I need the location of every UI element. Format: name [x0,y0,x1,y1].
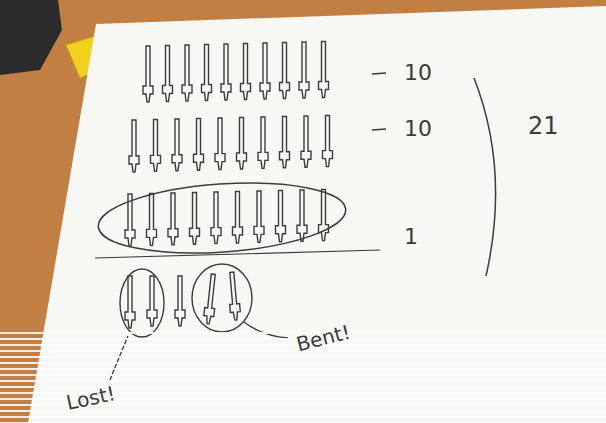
scan-stripe [0,380,606,382]
pin [203,274,218,325]
pin [129,120,139,172]
pin-outline [202,45,212,101]
pin [143,46,153,102]
pin [323,116,333,167]
pin [147,194,157,246]
pin [221,44,231,100]
pin-outline [237,118,247,170]
bracket [474,78,496,276]
dash [372,73,386,74]
pin-outline [147,276,157,326]
pin [202,45,212,101]
pin-outline [151,120,161,172]
scan-stripe [0,410,606,412]
pin-outline [299,42,309,98]
pin-outline [227,272,241,321]
pin [151,120,161,172]
scan-stripe [0,374,606,376]
underline [95,250,380,258]
pin-outline [254,191,264,242]
pin [172,119,182,171]
pin [168,193,178,245]
pin [301,116,311,167]
pin-outline [233,192,243,244]
pin [280,43,290,99]
pin-outline [258,117,268,168]
pin [190,193,200,245]
pin [237,118,247,170]
bent-circle [192,264,252,332]
pin-outline [190,193,200,245]
pin-outline [276,191,286,242]
dash [372,129,386,130]
pin [147,276,157,326]
pin [215,118,225,170]
pin-outline [129,120,139,172]
paper [28,6,606,423]
scan-stripe [0,362,606,364]
pin-outline [221,44,231,100]
pin-outline [241,44,251,100]
pin-outline [211,192,221,244]
pin [233,192,243,244]
pin [211,192,221,244]
count-number: 10 [404,118,432,140]
pin-outline [260,43,270,99]
pin [319,42,329,98]
pin-outline [280,43,290,99]
pin [297,190,307,241]
count-number: 10 [404,62,432,84]
pin-outline [163,46,173,102]
lost-circle [120,269,164,337]
pin [280,117,290,168]
pin [258,117,268,168]
pin [125,276,135,328]
pin-outline [172,119,182,171]
scan-stripe [0,416,606,418]
pin-outline [319,42,329,98]
pin-outline [215,118,225,170]
dark-object [0,0,62,75]
pin [194,119,204,171]
pin [175,276,185,326]
pin [276,191,286,242]
pin-outline [280,117,290,168]
pin-drawings [125,42,333,329]
count-number: 1 [404,226,418,248]
pin-outline [203,274,218,325]
pin [182,45,192,101]
pin-outline [143,46,153,102]
pin-outline [301,116,311,167]
pin [260,43,270,99]
pin-outline [194,119,204,171]
pin-outline [297,190,307,241]
scan-stripe [0,368,606,370]
scan-stripe [0,356,606,358]
pin-outline [168,193,178,245]
pin-outline [147,194,157,246]
pin [241,44,251,100]
pin [299,42,309,98]
pin-outline [323,116,333,167]
pin-outline [125,276,135,328]
group-ellipse [96,175,348,260]
pin [254,191,264,242]
pin-outline [182,45,192,101]
leader-line [244,322,288,338]
scan-stripe [0,422,606,423]
pin-outline [175,276,185,326]
pin [227,272,241,321]
count-number: 21 [528,114,559,138]
pin [163,46,173,102]
